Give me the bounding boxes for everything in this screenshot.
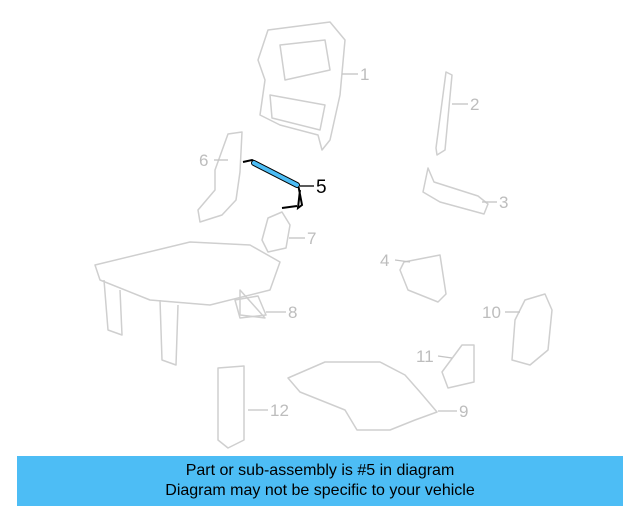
callout-11: 11: [416, 347, 453, 366]
banner-line-2: Diagram may not be specific to your vehi…: [165, 482, 475, 499]
callout-8: 8: [266, 303, 297, 322]
svg-text:1: 1: [360, 65, 369, 84]
svg-text:12: 12: [270, 401, 289, 420]
info-banner: Part or sub-assembly is #5 in diagram Di…: [17, 456, 623, 506]
part-12-trim[interactable]: [217, 365, 245, 449]
callout-4: 4: [380, 251, 411, 270]
banner-line-1: Part or sub-assembly is #5 in diagram: [185, 462, 455, 479]
callout-12: 12: [248, 401, 289, 420]
callout-7: 7: [289, 229, 316, 248]
part-8-trim[interactable]: [234, 295, 267, 319]
part-6-side-bracket[interactable]: [197, 131, 243, 223]
part-10-trim-panel[interactable]: [511, 293, 553, 366]
part-2-rod[interactable]: [435, 71, 453, 156]
callout-2: 2: [452, 95, 479, 114]
part-11-cover[interactable]: [441, 344, 475, 389]
svg-text:3: 3: [499, 193, 508, 212]
svg-text:5: 5: [316, 177, 327, 198]
part-3-bracket[interactable]: [422, 167, 489, 215]
svg-text:4: 4: [380, 251, 389, 270]
svg-text:7: 7: [307, 229, 316, 248]
part-4-panel[interactable]: [399, 254, 447, 303]
part-7-cover[interactable]: [261, 211, 291, 253]
part-1-seat-back-frame[interactable]: [257, 21, 346, 151]
svg-text:11: 11: [416, 347, 434, 366]
svg-text:9: 9: [459, 402, 468, 421]
callout-10: 10: [482, 303, 520, 322]
svg-text:2: 2: [470, 95, 479, 114]
callout-3: 3: [482, 193, 508, 212]
callout-1: 1: [342, 65, 369, 84]
part-5-highlighted[interactable]: [242, 158, 304, 211]
callout-5: 5: [300, 177, 327, 198]
callout-9: 9: [438, 402, 468, 421]
callout-6: 6: [199, 151, 228, 170]
svg-text:10: 10: [482, 303, 501, 322]
part-9-floor-panel[interactable]: [287, 361, 438, 431]
svg-text:6: 6: [199, 151, 208, 170]
seat-base-frame[interactable]: [94, 241, 281, 366]
svg-text:8: 8: [288, 303, 297, 322]
